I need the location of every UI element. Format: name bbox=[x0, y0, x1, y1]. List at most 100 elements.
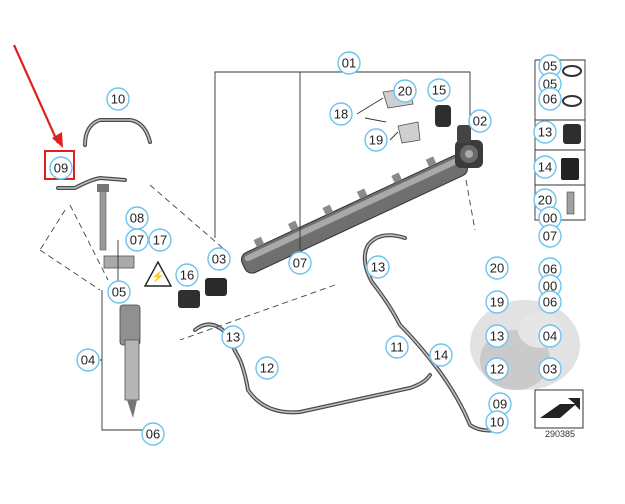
callout-label: 00 bbox=[543, 211, 557, 226]
callout-r06a[interactable]: 06 bbox=[538, 257, 562, 281]
callout-circle bbox=[221, 325, 245, 349]
callout-r13[interactable]: 13 bbox=[485, 324, 509, 348]
callout-label: 13 bbox=[538, 125, 552, 140]
callout-circle bbox=[141, 422, 165, 446]
callout-label: 17 bbox=[153, 233, 167, 248]
part-number: 290385 bbox=[545, 429, 575, 439]
callout-c05a[interactable]: 05 bbox=[107, 280, 131, 304]
callout-c04[interactable]: 04 bbox=[76, 348, 100, 372]
callout-label: 13 bbox=[490, 329, 504, 344]
callout-circle bbox=[429, 343, 453, 367]
callout-circle bbox=[255, 356, 279, 380]
callout-label: 03 bbox=[543, 362, 557, 377]
callout-s14[interactable]: 14 bbox=[533, 155, 557, 179]
callout-label: 01 bbox=[342, 56, 356, 71]
callout-label: 11 bbox=[390, 340, 404, 355]
callout-circle bbox=[485, 410, 509, 434]
callout-c01[interactable]: 01 bbox=[337, 51, 361, 75]
callout-label: 12 bbox=[260, 361, 274, 376]
callout-c17[interactable]: 17 bbox=[148, 228, 172, 252]
callout-label: 14 bbox=[434, 348, 448, 363]
callout-c09a[interactable]: 09 bbox=[49, 156, 73, 180]
callout-label: 12 bbox=[490, 362, 504, 377]
callout-c15[interactable]: 15 bbox=[427, 78, 451, 102]
callout-label: 10 bbox=[111, 92, 125, 107]
callout-s13[interactable]: 13 bbox=[533, 120, 557, 144]
callout-circle bbox=[148, 228, 172, 252]
callout-label: 05 bbox=[543, 77, 557, 92]
callout-c03[interactable]: 03 bbox=[207, 247, 231, 271]
callout-circle bbox=[485, 357, 509, 381]
callout-r19[interactable]: 19 bbox=[485, 290, 509, 314]
callout-label: 10 bbox=[490, 415, 504, 430]
callout-r06b[interactable]: 06 bbox=[538, 290, 562, 314]
callout-c13a[interactable]: 13 bbox=[221, 325, 245, 349]
callout-s07[interactable]: 07 bbox=[538, 224, 562, 248]
callout-circle bbox=[107, 280, 131, 304]
callout-circle bbox=[288, 251, 312, 275]
callout-r04[interactable]: 04 bbox=[538, 324, 562, 348]
callout-c16[interactable]: 16 bbox=[175, 263, 199, 287]
callout-circle bbox=[49, 156, 73, 180]
callout-c19a[interactable]: 19 bbox=[364, 128, 388, 152]
callout-circle bbox=[337, 51, 361, 75]
callout-circle bbox=[538, 87, 562, 111]
callout-circle bbox=[207, 247, 231, 271]
callout-circle bbox=[533, 155, 557, 179]
callout-label: 07 bbox=[543, 229, 557, 244]
callout-label: 07 bbox=[130, 233, 144, 248]
warning-icon: ⚡ bbox=[143, 260, 173, 287]
callout-c11[interactable]: 11 bbox=[385, 335, 409, 359]
callout-label: 14 bbox=[538, 160, 552, 175]
callout-label: 19 bbox=[490, 295, 504, 310]
callout-c14a[interactable]: 14 bbox=[429, 343, 453, 367]
pressure-valve bbox=[435, 105, 483, 168]
callout-circle bbox=[393, 79, 417, 103]
callout-label: 13 bbox=[371, 260, 385, 275]
callout-s06a[interactable]: 06 bbox=[538, 87, 562, 111]
callout-label: 09 bbox=[493, 397, 507, 412]
callout-c12a[interactable]: 12 bbox=[255, 356, 279, 380]
callout-label: 20 bbox=[398, 84, 412, 99]
callout-r10[interactable]: 10 bbox=[485, 410, 509, 434]
high-pressure-pump bbox=[470, 300, 580, 390]
callout-circle bbox=[175, 263, 199, 287]
callout-c20a[interactable]: 20 bbox=[393, 79, 417, 103]
callout-circle bbox=[485, 324, 509, 348]
bolt bbox=[97, 184, 109, 251]
callout-label: 05 bbox=[543, 59, 557, 74]
callout-c07a[interactable]: 07 bbox=[125, 228, 149, 252]
callout-c13b[interactable]: 13 bbox=[366, 255, 390, 279]
callout-label: 13 bbox=[226, 330, 240, 345]
callout-label: 06 bbox=[543, 92, 557, 107]
callout-circle bbox=[538, 357, 562, 381]
callout-r12[interactable]: 12 bbox=[485, 357, 509, 381]
callout-s20[interactable]: 20 bbox=[533, 188, 557, 212]
callout-c06a[interactable]: 06 bbox=[141, 422, 165, 446]
callout-circle bbox=[329, 102, 353, 126]
callout-s00[interactable]: 00 bbox=[538, 206, 562, 230]
callout-r03[interactable]: 03 bbox=[538, 357, 562, 381]
rail-sensor bbox=[178, 278, 227, 308]
callout-circle bbox=[485, 290, 509, 314]
callout-circle bbox=[366, 255, 390, 279]
callout-circle bbox=[468, 109, 492, 133]
callout-label: 18 bbox=[334, 107, 348, 122]
callout-circle bbox=[427, 78, 451, 102]
callout-r00[interactable]: 00 bbox=[538, 274, 562, 298]
callout-c10a[interactable]: 10 bbox=[106, 87, 130, 111]
callout-label: 15 bbox=[432, 83, 446, 98]
callout-c08[interactable]: 08 bbox=[125, 206, 149, 230]
callout-c02[interactable]: 02 bbox=[468, 109, 492, 133]
callout-c18[interactable]: 18 bbox=[329, 102, 353, 126]
callout-label: 08 bbox=[130, 211, 144, 226]
view-direction-icon bbox=[534, 389, 584, 429]
callout-r20[interactable]: 20 bbox=[485, 256, 509, 280]
callout-circle bbox=[538, 224, 562, 248]
callout-label: 06 bbox=[543, 262, 557, 277]
callout-c07b[interactable]: 07 bbox=[288, 251, 312, 275]
callout-label: 19 bbox=[369, 133, 383, 148]
callout-label: 09 bbox=[54, 161, 68, 176]
injector bbox=[103, 255, 141, 418]
